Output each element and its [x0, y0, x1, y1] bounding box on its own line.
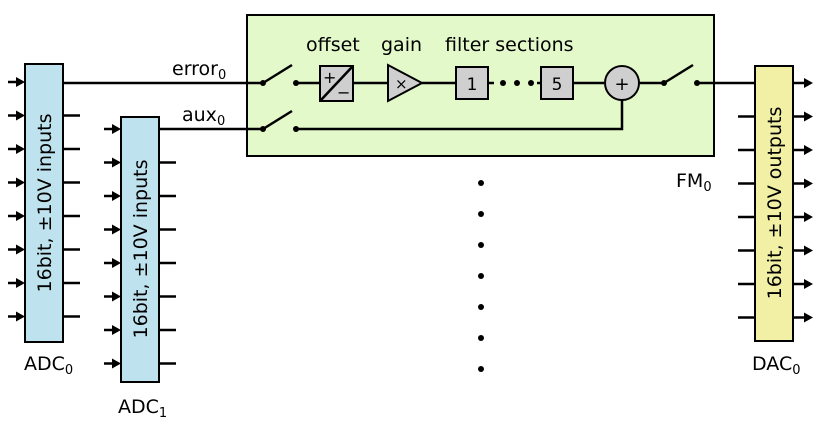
aux-label: aux0	[182, 104, 225, 129]
adc0-input-arrow	[8, 144, 25, 154]
adc1-input-arrow	[104, 191, 121, 201]
adc0-label-sub: 0	[65, 363, 73, 378]
ellipsis-dot	[478, 304, 484, 310]
error-label-sub: 0	[218, 68, 226, 83]
filter-sections-label: filter sections	[445, 34, 574, 56]
aux-to-sum-wire	[296, 100, 624, 131]
adc1-input-arrows	[104, 124, 121, 369]
ellipsis-icon	[500, 80, 534, 86]
adc0-label: ADC0	[24, 353, 73, 378]
adc1-input-arrow	[104, 291, 121, 302]
aux-label-name: aux	[182, 104, 217, 126]
adc0-input-arrow	[8, 311, 25, 322]
ellipsis-dot	[478, 180, 484, 186]
gain-symbol: ×	[395, 75, 408, 93]
adc1-label-sub: 1	[159, 406, 167, 421]
adc0-block	[24, 63, 64, 343]
dac0-output-arrow	[793, 178, 813, 189]
dac0-label-name: DAC	[752, 353, 792, 375]
adc1-input-arrow	[104, 258, 121, 268]
adc1-description: 16bit, ±10V inputs	[130, 160, 152, 339]
adc0-description: 16bit, ±10V inputs	[34, 114, 56, 293]
gain-label: gain	[381, 34, 422, 56]
adc1-label-name: ADC	[118, 396, 159, 418]
ellipsis-dot	[478, 335, 484, 341]
offset-plus-sign: +	[323, 68, 336, 87]
dac0-output-arrows	[793, 78, 813, 323]
fm-label-name: FM	[676, 170, 703, 192]
dac0-output-arrow	[793, 312, 813, 323]
more-modules-ellipsis	[478, 180, 484, 372]
dac0-label: DAC0	[752, 353, 801, 378]
filter-section-first-label: 1	[467, 75, 478, 95]
amplifier-icon: ×	[387, 63, 425, 103]
offset-label: offset	[306, 34, 360, 56]
aux-label-sub: 0	[217, 114, 225, 129]
dac0-output-arrow	[793, 245, 813, 256]
adc0-input-arrow	[8, 244, 25, 255]
adc1-output-lines	[159, 161, 176, 365]
ellipsis-dot	[478, 242, 484, 248]
dac0-output-arrow	[793, 78, 813, 88]
dac0-output-arrow	[793, 111, 813, 122]
filter-section-last-label: 5	[552, 75, 563, 95]
adc0-input-arrows	[8, 77, 25, 322]
adc1-input-arrow	[104, 124, 121, 134]
fm-label-sub: 0	[703, 180, 711, 195]
sum-symbol: +	[614, 74, 629, 95]
adc0-input-arrow	[8, 211, 25, 221]
adc1-input-arrow	[104, 325, 121, 335]
dac0-label-sub: 0	[792, 363, 800, 378]
adc1-label: ADC1	[118, 396, 167, 421]
fm-label: FM0	[676, 170, 712, 195]
offset-block: + −	[319, 65, 354, 102]
adc0-input-arrow	[8, 278, 25, 288]
adc0-label-name: ADC	[24, 353, 65, 375]
adc1-block	[120, 116, 160, 383]
dac0-output-arrow	[793, 212, 813, 222]
error-label: error0	[172, 58, 226, 83]
ellipsis-dot	[478, 366, 484, 372]
dac0-output-arrow	[793, 145, 813, 155]
adc1-input-arrow	[104, 224, 121, 235]
dac0-output-arrow	[793, 279, 813, 289]
filter-section-last	[540, 66, 574, 100]
ellipsis-dot	[478, 273, 484, 279]
adc1-input-arrow	[104, 358, 121, 369]
adc0-output-lines	[63, 114, 80, 318]
adc0-input-arrow	[8, 177, 25, 188]
adc0-input-arrow	[8, 110, 25, 121]
dac0-block	[754, 65, 794, 342]
dac0-description: 16bit, ±10V outputs	[764, 107, 786, 300]
offset-minus-sign: −	[337, 83, 350, 102]
error-label-name: error	[172, 58, 218, 80]
ellipsis-dot	[478, 211, 484, 217]
adc0-input-arrow	[8, 77, 25, 87]
summing-junction-icon: +	[604, 65, 640, 101]
adc1-input-arrow	[104, 157, 121, 168]
dac0-input-lines	[738, 115, 755, 319]
